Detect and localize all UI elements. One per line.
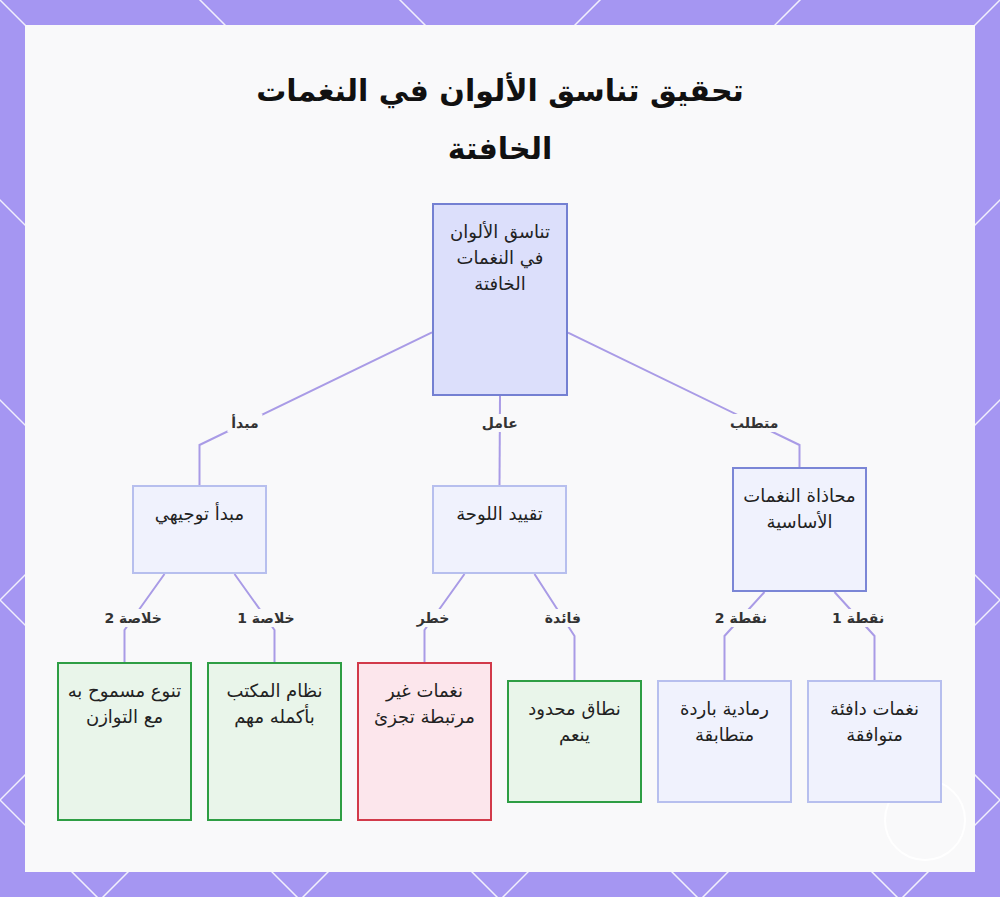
edge-label: نقطة 2: [711, 609, 771, 627]
edge-label: خلاصة 2: [100, 609, 165, 627]
concept-box: نظام المكتب بأكمله مهم: [207, 662, 342, 821]
concept-box: تنوع مسموح به مع التوازن: [57, 662, 192, 821]
connector-line: [835, 592, 875, 680]
connector-line: [535, 574, 575, 680]
concept-box: نطاق محدود ينعم: [507, 680, 642, 803]
node-label: تناسق الألوان في النغمات الخافتة: [442, 219, 558, 297]
node-label: نطاق محدود ينعم: [517, 696, 632, 748]
inner-panel: [25, 25, 975, 872]
node-label: نغمات غير مرتبطة تجزئ: [367, 678, 482, 730]
connector-line: [725, 592, 765, 680]
edge-label: نقطة 1: [828, 609, 888, 627]
concept-box: محاذاة النغمات الأساسية: [732, 467, 867, 592]
node-label: رمادية باردة متطابقة: [667, 696, 782, 748]
edge-label: متطلب: [726, 414, 783, 432]
connector-line: [200, 332, 433, 485]
concept-box: مبدأ توجيهي: [132, 485, 267, 574]
edge-label: مبدأ: [227, 414, 262, 432]
node-label: محاذاة النغمات الأساسية: [742, 483, 857, 535]
node-label: نظام المكتب بأكمله مهم: [217, 678, 332, 730]
edge-label: فائدة: [541, 609, 585, 627]
node-label: نغمات دافئة متوافقة: [817, 696, 932, 748]
node-label: تنوع مسموح به مع التوازن: [67, 678, 182, 730]
concept-box: نغمات غير مرتبطة تجزئ: [357, 662, 492, 821]
concept-box: تقييد اللوحة: [432, 485, 567, 574]
connector-line: [568, 333, 800, 467]
diagram-title: تحقيق تناسق الألوان في النغمات الخافتة: [210, 62, 790, 178]
root-box: تناسق الألوان في النغمات الخافتة: [432, 203, 568, 396]
concept-box: نغمات دافئة متوافقة: [807, 680, 942, 803]
node-label: مبدأ توجيهي: [142, 501, 257, 527]
edge-label: خلاصة 1: [233, 609, 298, 627]
connector-line: [499, 396, 502, 485]
node-label: تقييد اللوحة: [442, 501, 557, 527]
edge-label: خطر: [413, 609, 453, 627]
edge-label: عامل: [478, 414, 522, 432]
concept-box: رمادية باردة متطابقة: [657, 680, 792, 803]
